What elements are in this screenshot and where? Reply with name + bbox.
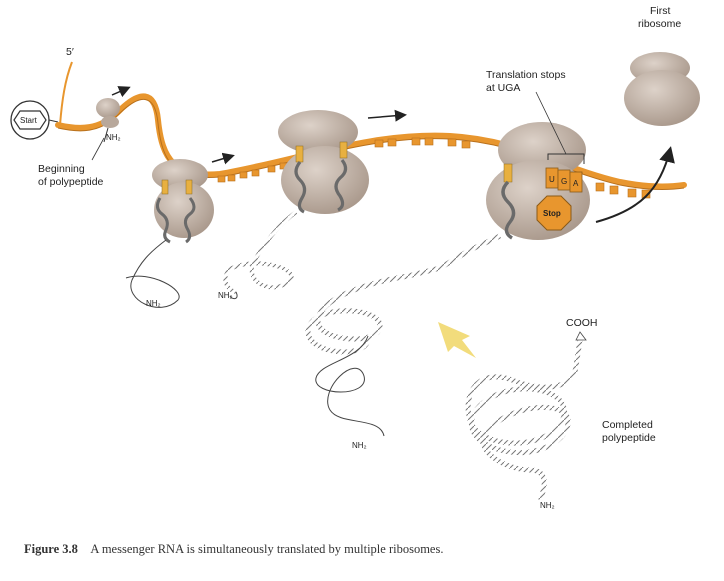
ribosome-2: [125, 159, 214, 308]
release-arrow: [595, 146, 675, 223]
codon-teeth: [217, 137, 651, 199]
codon-a-label: A: [573, 179, 579, 188]
nh2-label-first: NH₂: [106, 133, 121, 142]
nh2-label-r4: NH₂: [352, 441, 367, 450]
codon-g-label: G: [561, 177, 567, 186]
start-label: Start: [20, 116, 38, 125]
nh2-label-r3: NH₂: [218, 291, 233, 300]
caption-text: A messenger RNA is simultaneously transl…: [90, 542, 444, 556]
codon-u-label: U: [549, 175, 555, 184]
five-prime-label: 5′: [66, 46, 74, 58]
direction-arrow-3: [367, 109, 407, 122]
translation-stops-pointer: [535, 91, 567, 155]
ribosome-1: [96, 98, 120, 143]
start-marker: Start: [10, 100, 59, 140]
direction-arrow-2: [211, 152, 235, 165]
direction-arrow-1: [111, 86, 131, 98]
polyribosome-diagram: 5′ Start: [10, 5, 700, 510]
translation-stops-label: Translation stops at UGA: [486, 69, 569, 94]
ribosome-3: [223, 110, 369, 300]
nh2-label-completed: NH₂: [540, 501, 555, 510]
completed-polypeptide-label: Completed polypeptide: [602, 419, 656, 444]
first-ribosome-label: First ribosome: [638, 5, 681, 30]
figure-number: Figure 3.8: [24, 542, 78, 556]
stop-label: Stop: [543, 209, 561, 218]
first-ribosome: [624, 52, 700, 126]
beginning-pointer: [91, 137, 105, 161]
highlight-arrow: [438, 322, 476, 358]
figure-caption: Figure 3.8 A messenger RNA is simultaneo…: [24, 542, 443, 557]
completed-polypeptide: [465, 331, 587, 501]
growing-polypeptide: [305, 233, 502, 437]
ribosome-4: U G A Stop: [486, 122, 590, 240]
stop-sign: [536, 195, 572, 231]
mrna-5prime-strand: [59, 61, 73, 126]
beginning-label: Beginning of polypeptide: [38, 163, 104, 188]
mrna-strand-edge: [57, 98, 685, 191]
nh2-label-r2: NH₂: [146, 299, 161, 308]
mrna-strand: [55, 93, 687, 190]
cooh-label: COOH: [566, 317, 598, 329]
